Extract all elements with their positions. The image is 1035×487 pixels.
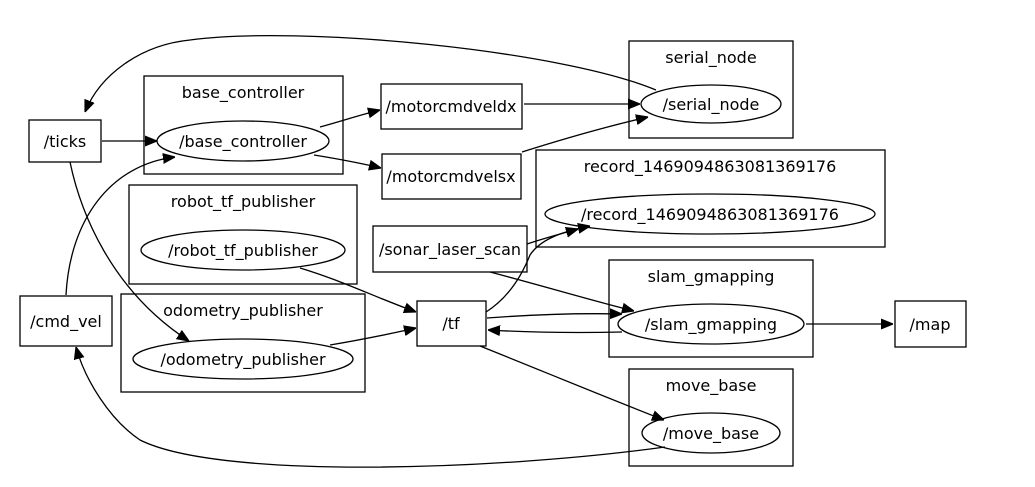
node-move-base[interactable]: /move_base [641,412,781,454]
topic-label-map: /map [910,315,951,334]
edge-cmd-vel-to-base-controller [65,157,175,296]
cluster-label-record: record_1469094863081369176 [584,157,837,177]
topic-label-sonar-laser-scan: /sonar_laser_scan [379,240,521,260]
cluster-label-slam-gmapping: slam_gmapping [648,267,775,287]
cluster-odometry-publisher: odometry_publisher [120,293,366,393]
topic-ticks[interactable]: /ticks [28,119,102,163]
topic-label-motorcmdveldx: /motorcmdveldx [386,97,517,116]
edge-tf-to-slam-gmapping [486,314,622,318]
node-label-serial-node: /serial_node [663,95,760,115]
cluster-label-robot-tf-publisher: robot_tf_publisher [171,192,316,212]
edge-slam-gmapping-to-tf [488,330,623,333]
edge-tf-to-move-base [479,345,664,420]
node-label-odometry-publisher: /odometry_publisher [160,350,326,370]
edge-tf-to-record [485,226,590,313]
cluster-label-base-controller: base_controller [182,83,305,103]
topic-label-tf: /tf [442,314,460,333]
edge-base-controller-to-motorcmdvelsx [313,154,381,168]
node-label-move-base: /move_base [663,424,759,444]
topic-label-motorcmdvelsx: /motorcmdvelsx [386,167,515,186]
edge-odometry-publisher-to-tf [329,328,416,346]
topic-tf[interactable]: /tf [416,300,487,347]
cluster-base-controller: base_controller [143,75,344,175]
edge-base-controller-to-motorcmdveldx [319,110,380,128]
topic-label-cmd-vel: /cmd_vel [30,312,102,332]
cluster-robot-tf-publisher: robot_tf_publisher [128,184,358,285]
cluster-move-base: move_base [628,368,794,467]
node-record[interactable]: /record_1469094863081369176 [544,193,876,235]
edge-motorcmdvelsx-to-serial-node [521,117,648,153]
node-label-record: /record_1469094863081369176 [581,205,839,225]
cluster-label-serial-node: serial_node [665,48,756,68]
edge-ticks-to-odometry-publisher [69,161,189,341]
cluster-label-odometry-publisher: odometry_publisher [163,301,323,321]
node-slam-gmapping[interactable]: /slam_gmapping [617,303,805,345]
topic-sonar-laser-scan[interactable]: /sonar_laser_scan [372,225,528,273]
cluster-serial-node: serial_node [628,40,794,139]
node-label-robot-tf-publisher: /robot_tf_publisher [168,241,318,261]
topic-cmd-vel[interactable]: /cmd_vel [19,295,113,347]
cluster-record: record_1469094863081369176 [535,149,886,248]
node-label-slam-gmapping: /slam_gmapping [645,315,777,335]
node-base-controller[interactable]: /base_controller [156,120,330,162]
edge-sonar-laser-scan-to-slam-gmapping [489,271,634,311]
cluster-slam-gmapping: slam_gmapping [608,259,814,358]
edge-move-base-to-cmd-vel [76,347,666,468]
topic-motorcmdveldx[interactable]: /motorcmdveldx [380,83,523,130]
edge-serial-node-to-ticks [85,34,657,112]
node-odometry-publisher[interactable]: /odometry_publisher [132,338,354,380]
edges [65,34,893,468]
node-serial-node[interactable]: /serial_node [640,84,782,124]
topic-motorcmdvelsx[interactable]: /motorcmdvelsx [381,153,522,200]
topic-label-ticks: /ticks [44,132,87,151]
edge-robot-tf-publisher-to-tf [299,267,416,312]
node-label-base-controller: /base_controller [179,132,307,152]
node-robot-tf-publisher[interactable]: /robot_tf_publisher [140,229,346,271]
topic-map[interactable]: /map [894,300,967,348]
cluster-label-move-base: move_base [666,376,757,396]
